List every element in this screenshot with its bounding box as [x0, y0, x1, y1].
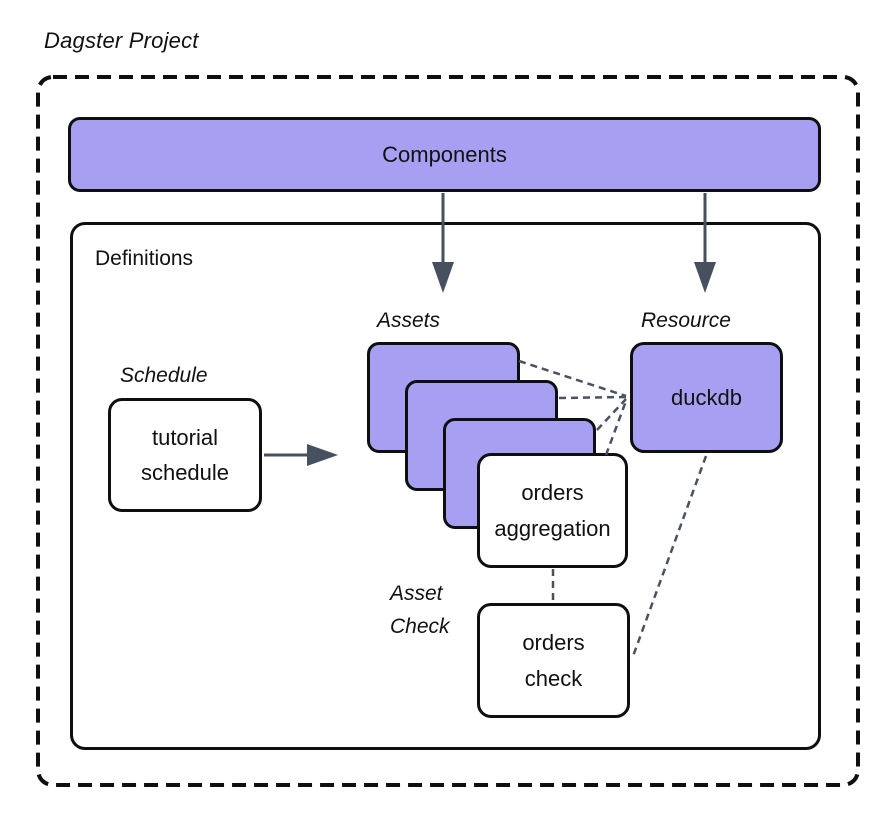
orders-aggregation-label: orders aggregation: [494, 480, 611, 541]
asset-check-section-label: Asset Check: [390, 582, 450, 638]
assets-section-label: Assets: [377, 309, 441, 332]
diagram-title: Dagster Project: [44, 28, 199, 53]
duckdb-label: duckdb: [671, 384, 742, 410]
tutorial-schedule-label: tutorial schedule: [140, 424, 230, 485]
components-label: Components: [382, 141, 507, 167]
orders-check-node: orders check: [477, 603, 630, 718]
resource-section-label: Resource: [641, 309, 731, 332]
definitions-label: Definitions: [95, 247, 194, 270]
schedule-section-label: Schedule: [120, 364, 208, 387]
components-node: Components: [68, 117, 821, 192]
tutorial-schedule-node: tutorial schedule: [108, 398, 262, 512]
duckdb-resource-node: duckdb: [630, 342, 783, 453]
orders-check-label: orders check: [522, 630, 585, 691]
orders-aggregation-node: orders aggregation: [477, 453, 628, 568]
